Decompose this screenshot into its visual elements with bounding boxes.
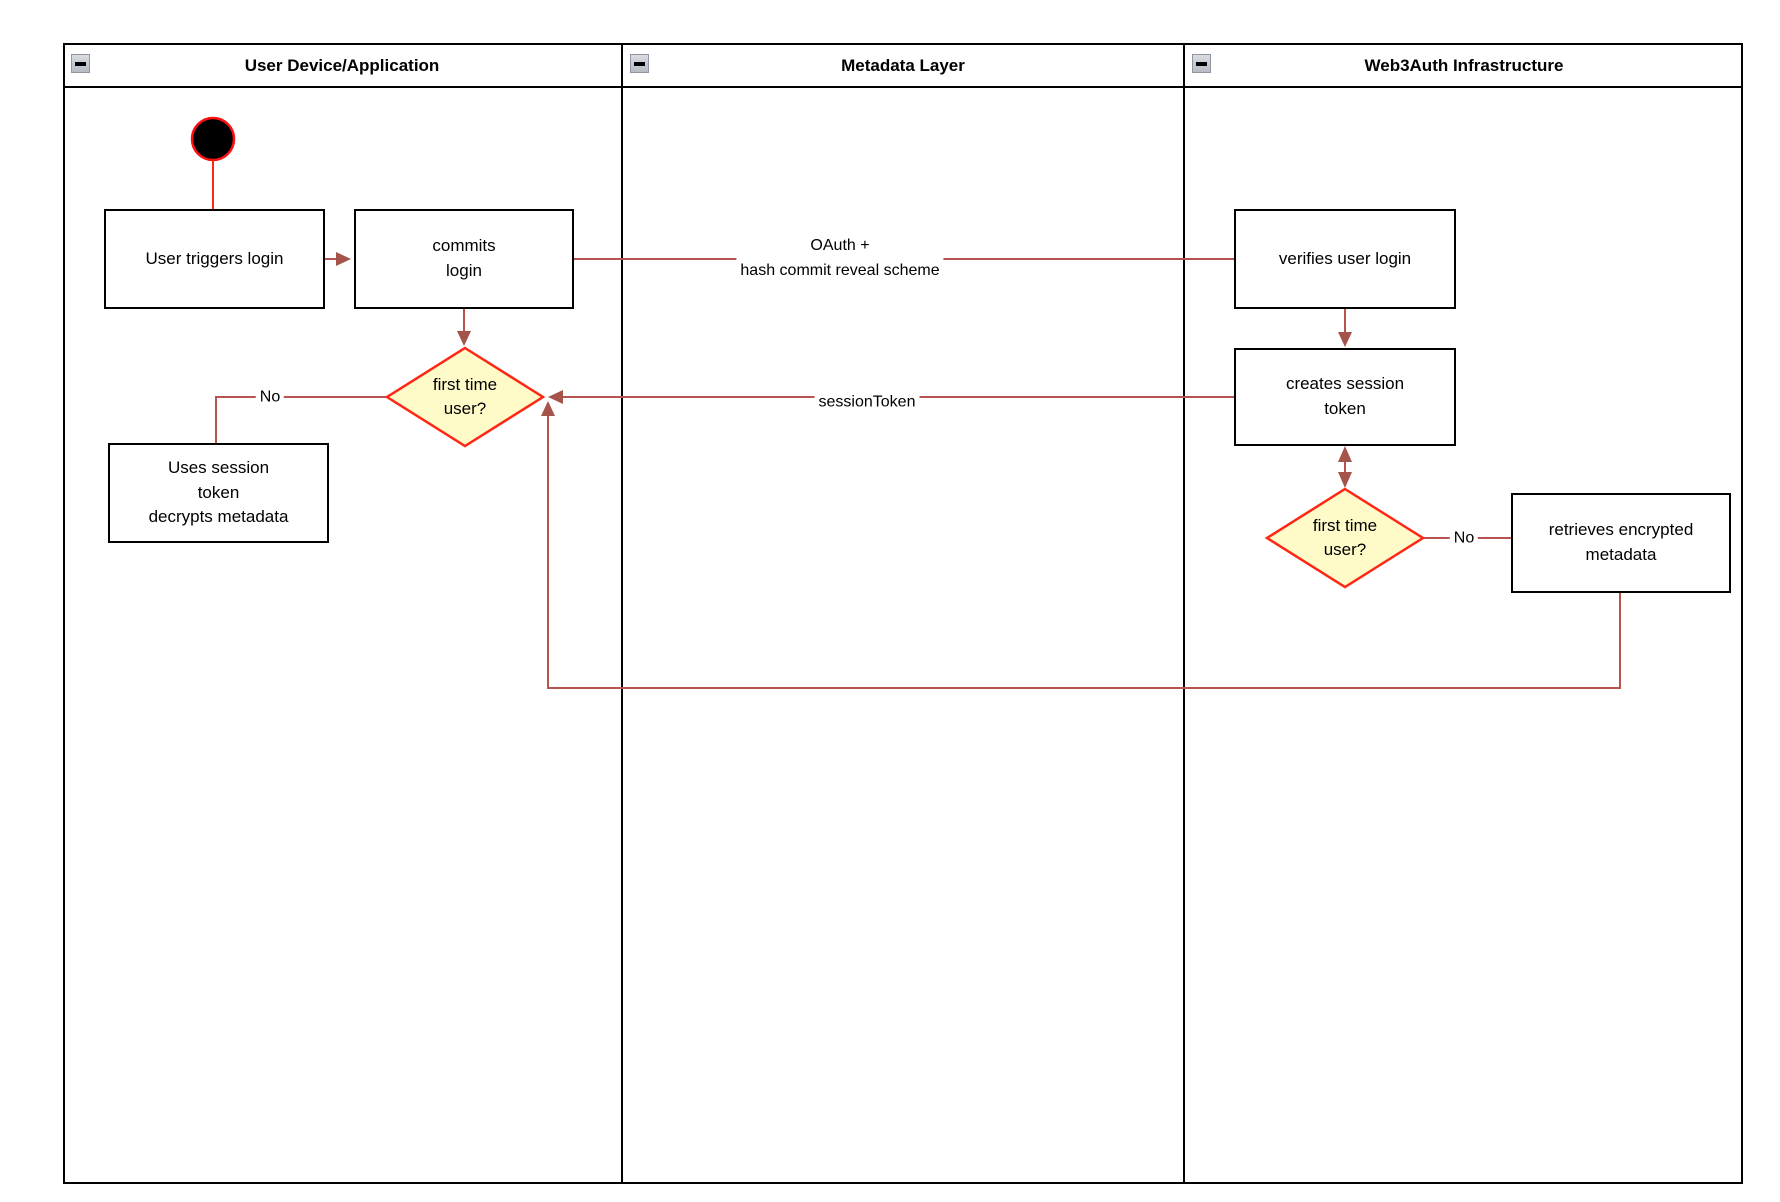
edge-label-no-infra[interactable]: No [1449, 525, 1479, 553]
lane-title-web3auth[interactable]: Web3Auth Infrastructure [1364, 56, 1564, 75]
arrowhead-down-icon [1338, 332, 1352, 347]
decision-label-device: first time user? [432, 375, 498, 418]
edge-label-no-device[interactable]: No [255, 384, 285, 412]
decision-diamond-device[interactable] [384, 346, 546, 448]
collapse-minus-icon[interactable] [71, 54, 90, 73]
arrowhead-down-icon [1338, 472, 1352, 488]
arrowhead-left-icon [548, 390, 563, 404]
node-verifies-user-login[interactable]: verifies user login [1234, 209, 1456, 309]
node-creates-session-token[interactable]: creates session token [1234, 348, 1456, 446]
node-user-triggers-login[interactable]: User triggers login [104, 209, 325, 309]
node-label: Uses session token decrypts metadata [148, 458, 289, 527]
lane-header-band [63, 43, 1743, 88]
decision-label-infra: first time user? [1312, 516, 1378, 559]
lane-divider-2 [1183, 43, 1185, 1184]
node-commits-login[interactable]: commits login [354, 209, 574, 309]
collapse-minus-icon[interactable] [1192, 54, 1211, 73]
node-label: User triggers login [145, 248, 284, 268]
arrowhead-up-icon [541, 401, 555, 416]
decision-diamond-infra[interactable] [1264, 487, 1426, 589]
node-label: retrieves encrypted metadata [1548, 520, 1694, 564]
node-label: verifies user login [1278, 248, 1412, 268]
arrowhead-right-icon [336, 252, 351, 266]
edge-device-diamond-no-to-uses-session[interactable] [215, 396, 387, 443]
node-label: commits login [432, 236, 496, 280]
edge-retrieves-feedback-to-device-diamond[interactable] [547, 404, 1621, 689]
lane-title-metadata-layer[interactable]: Metadata Layer [841, 56, 965, 75]
swimlane-pool [63, 43, 1743, 1184]
node-uses-session-token[interactable]: Uses session token decrypts metadata [108, 443, 329, 543]
edge-label-oauth[interactable]: OAuth + hash commit reveal scheme [736, 233, 944, 285]
start-state-node[interactable] [190, 116, 236, 162]
node-label: creates session token [1285, 374, 1405, 418]
node-retrieves-encrypted-metadata[interactable]: retrieves encrypted metadata [1511, 493, 1731, 593]
lane-divider-1 [621, 43, 623, 1184]
lane-title-user-device[interactable]: User Device/Application [244, 56, 440, 75]
edge-label-session-token[interactable]: sessionToken [814, 389, 920, 417]
collapse-minus-icon[interactable] [630, 54, 649, 73]
arrowhead-down-icon [457, 331, 471, 346]
arrowhead-up-icon [1338, 446, 1352, 462]
